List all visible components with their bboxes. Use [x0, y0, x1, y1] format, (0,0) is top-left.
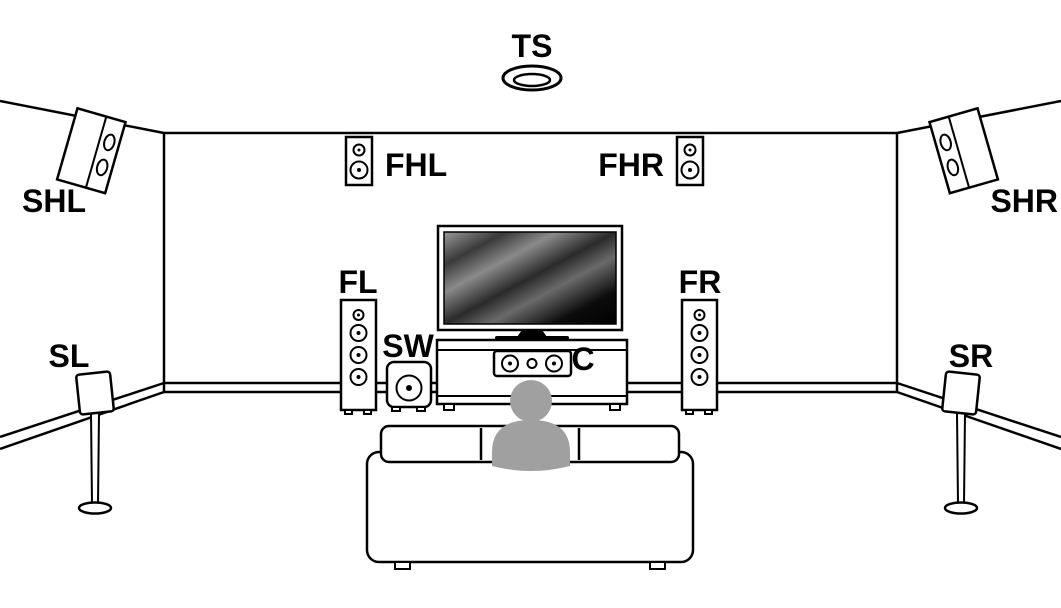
sofa-foot-right: [649, 561, 666, 570]
floor-edge-left-2: [0, 390, 165, 451]
speaker-front-left: [339, 298, 378, 415]
fhr-tweeter-dot: [688, 148, 692, 152]
shl-baffle-line: [84, 116, 108, 188]
sl-cabinet: [75, 370, 115, 416]
fl-foot-left: [344, 409, 353, 415]
label-ts: TS: [512, 28, 553, 64]
speaker-subwoofer: [385, 360, 433, 412]
fl-driver-2-dot: [356, 353, 361, 357]
fl-foot-right: [363, 409, 372, 415]
sl-stand-base: [77, 501, 113, 515]
fr-tweeter-dot: [698, 313, 701, 317]
shl-driver-1: [103, 133, 116, 152]
label-sw: SW: [382, 328, 434, 364]
center-woofer-left-dot: [508, 361, 512, 366]
shr-cabinet: [927, 106, 1000, 195]
label-shr: SHR: [990, 183, 1058, 219]
sofa-foot-left: [394, 561, 411, 570]
speaker-surround-height-right: [927, 106, 1000, 195]
tv-stand-neck: [517, 330, 547, 337]
cabinet-foot-right: [609, 403, 621, 411]
tv: [436, 224, 624, 343]
fhl-tweeter-dot: [357, 148, 361, 152]
shl-cabinet: [55, 106, 128, 195]
speaker-surround-left: [75, 370, 115, 515]
fr-driver-2-dot: [697, 353, 702, 357]
sr-stand-base: [943, 501, 979, 515]
label-fhl: FHL: [385, 147, 447, 183]
shr-baffle-line: [947, 116, 971, 188]
fhl-woofer-dot: [357, 168, 361, 172]
center-tweeter: [526, 358, 538, 369]
floor-edge-right-1: [896, 381, 1061, 439]
tv-screen: [443, 231, 617, 325]
cabinet-foot-left: [443, 403, 455, 411]
speaker-center: [492, 349, 573, 378]
shr-driver-2: [946, 158, 960, 177]
sr-stand-pole: [955, 412, 967, 505]
listener: [492, 380, 570, 471]
floor-edge-right-2: [896, 390, 1061, 451]
fl-driver-1-dot: [356, 331, 361, 335]
fl-tweeter-dot: [357, 313, 360, 317]
fr-foot-left: [685, 409, 694, 415]
speaker-surround-height-left: [55, 106, 128, 195]
ts-speaker-inner: [512, 72, 552, 88]
sw-foot-right: [416, 406, 426, 412]
label-sl: SL: [49, 338, 90, 374]
speaker-front-height-right: [675, 135, 705, 187]
speaker-top-surround: [501, 64, 563, 92]
label-sr: SR: [949, 338, 993, 374]
fr-foot-right: [704, 409, 713, 415]
speaker-surround-right: [941, 370, 981, 515]
fl-driver-3-dot: [356, 375, 361, 379]
fr-driver-3-dot: [697, 375, 702, 379]
fr-driver-1-dot: [697, 331, 702, 335]
shl-driver-2: [95, 158, 109, 177]
sw-driver-dot: [406, 385, 412, 391]
sr-cabinet: [941, 370, 981, 416]
label-fr: FR: [679, 264, 722, 300]
sl-stand-pole: [89, 412, 101, 505]
speaker-front-height-left: [344, 135, 374, 187]
sw-foot-left: [391, 406, 401, 412]
label-shl: SHL: [22, 183, 86, 219]
fhr-woofer-dot: [688, 168, 692, 172]
listener-head: [510, 380, 552, 422]
shr-driver-1: [939, 133, 952, 152]
speaker-front-right: [680, 298, 719, 415]
center-woofer-right-dot: [552, 361, 556, 366]
label-fhr: FHR: [598, 147, 664, 183]
label-fl: FL: [338, 264, 377, 300]
listener-shoulders: [492, 420, 570, 471]
label-c: C: [571, 341, 594, 377]
